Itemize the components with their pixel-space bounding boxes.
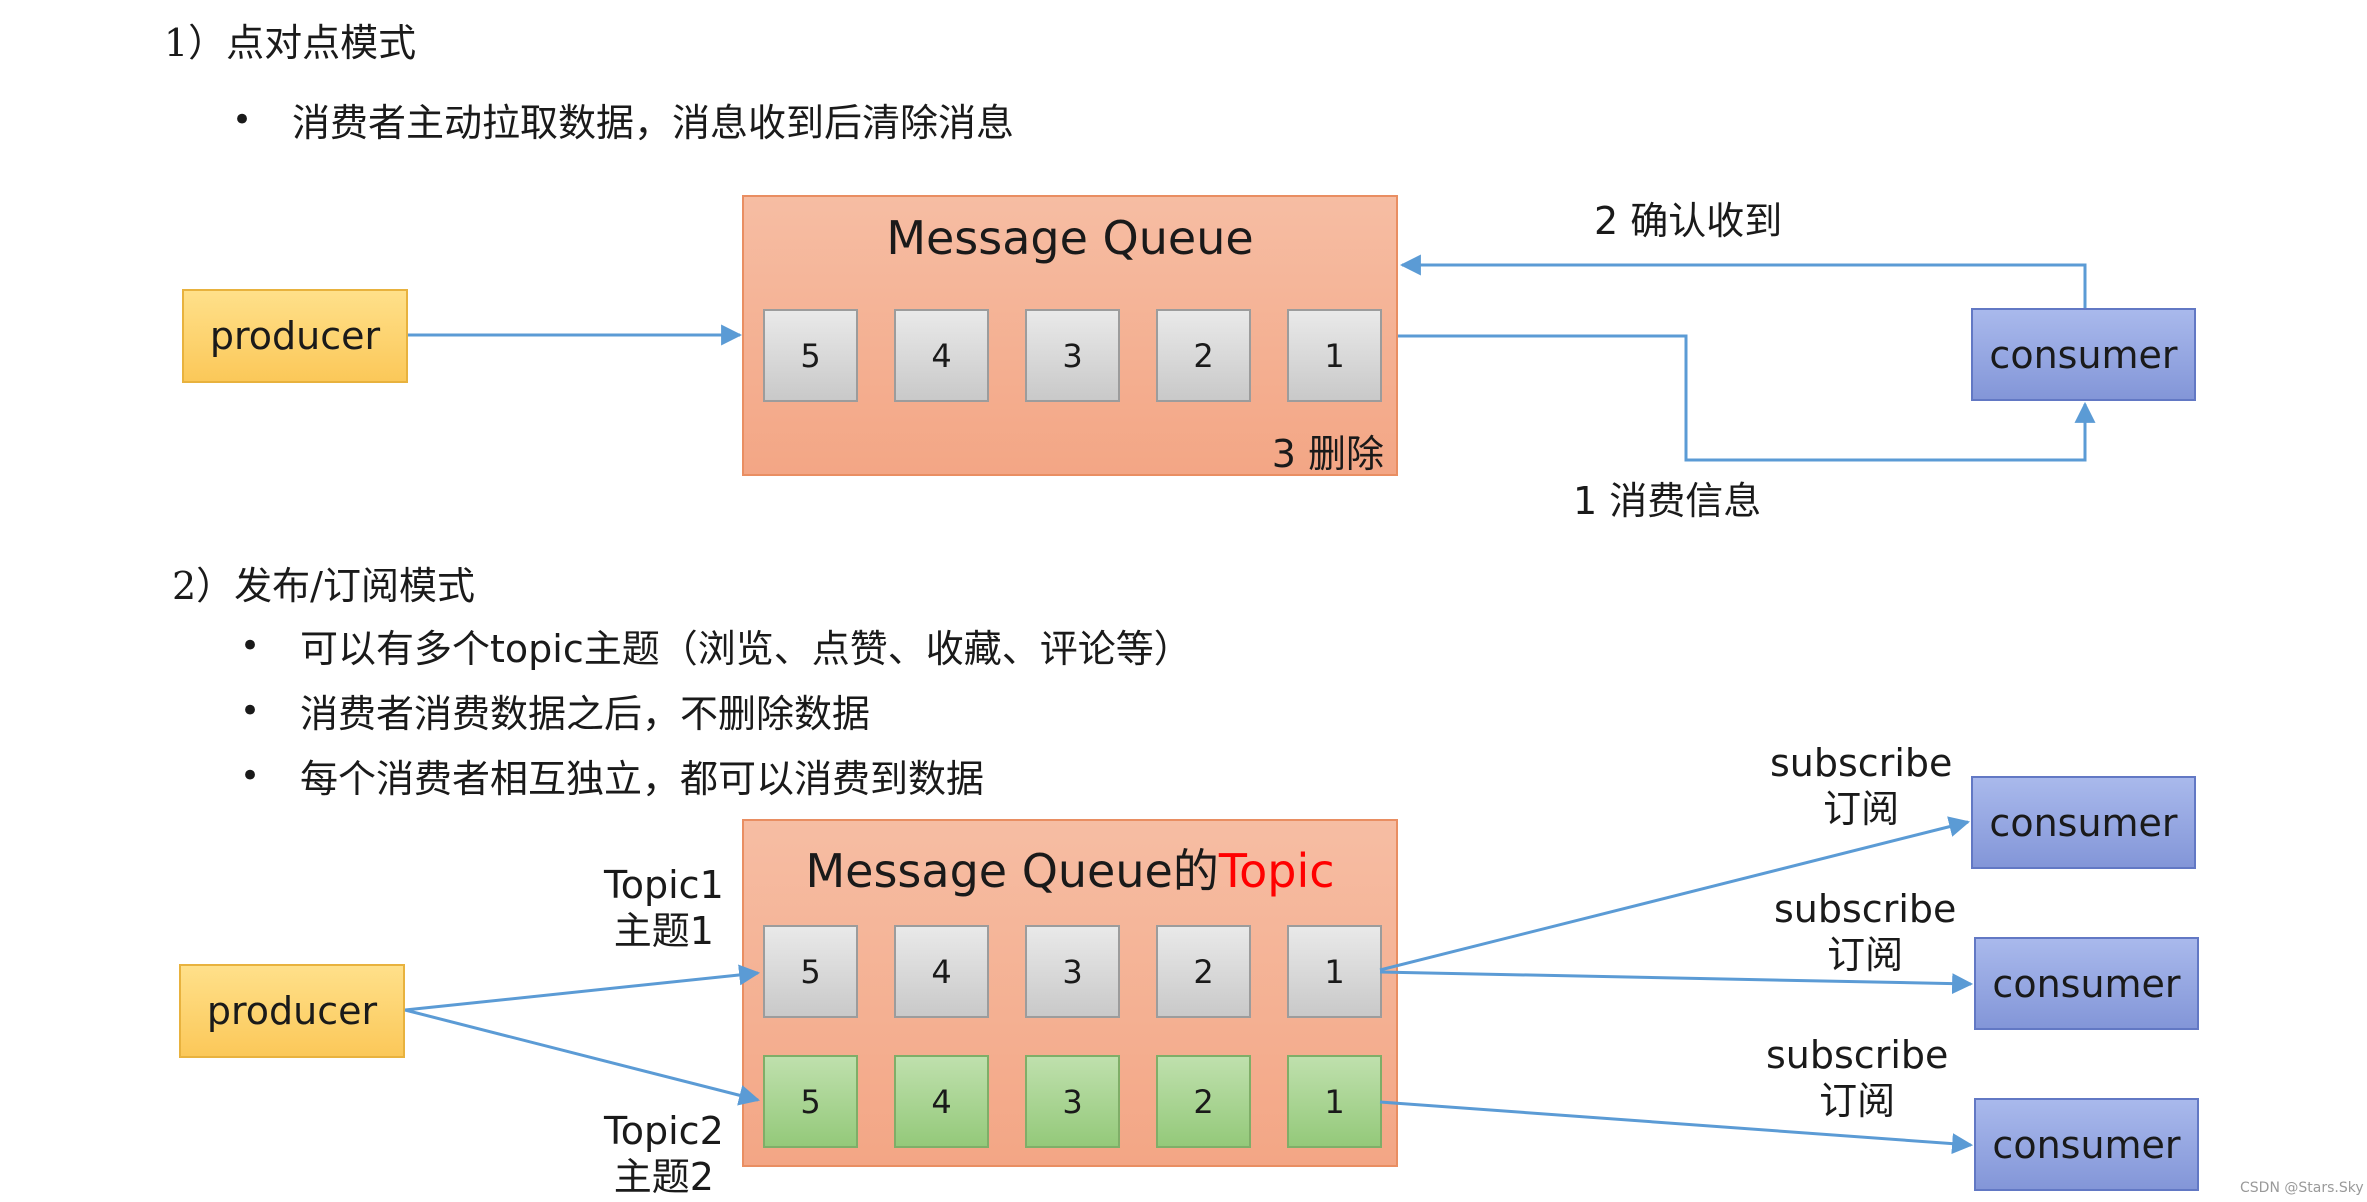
queue-cell: 3 bbox=[1025, 309, 1120, 402]
consumer-box: consumer bbox=[1971, 308, 2196, 401]
subscribe-cn: 订阅 bbox=[1823, 787, 1900, 831]
topic1-cell: 2 bbox=[1156, 925, 1251, 1018]
topic2-cell: 2 bbox=[1156, 1055, 1251, 1148]
producer-box: producer bbox=[182, 289, 408, 383]
consumer-box: consumer bbox=[1974, 937, 2199, 1030]
subscribe-cn: 订阅 bbox=[1819, 1079, 1896, 1123]
section2-bullet: • 可以有多个topic主题（浏览、点赞、收藏、评论等） bbox=[240, 618, 1192, 673]
message-queue: Message Queue 5 4 3 2 1 3 删除 bbox=[742, 195, 1398, 476]
subscribe-label-1: subscribe 订阅 bbox=[1770, 740, 1952, 832]
arrow-producer-to-topic1 bbox=[404, 964, 761, 1012]
queue-title-prefix: Message Queue的 bbox=[805, 844, 1219, 898]
subscribe-text: subscribe bbox=[1774, 887, 1957, 931]
queue-cell: 2 bbox=[1156, 309, 1251, 402]
section2-bullet: • 每个消费者相互独立，都可以消费到数据 bbox=[240, 748, 984, 803]
queue-cell: 4 bbox=[894, 309, 989, 402]
bullet-dot: • bbox=[240, 625, 261, 666]
queue-title-topic: Topic bbox=[1218, 844, 1335, 898]
watermark: CSDN @Stars.Sky bbox=[2240, 1180, 2364, 1196]
section1-heading: 1）点对点模式 bbox=[164, 21, 417, 65]
consume-label: 1 消费信息 bbox=[1573, 479, 1762, 523]
subscribe-label-2: subscribe 订阅 bbox=[1774, 886, 1956, 978]
topic1-cell: 3 bbox=[1025, 925, 1120, 1018]
topic1-cn: 主题1 bbox=[613, 909, 714, 953]
topic1-cell: 1 bbox=[1287, 925, 1382, 1018]
queue-title: Message Queue bbox=[886, 211, 1254, 265]
topic2-cell: 3 bbox=[1025, 1055, 1120, 1148]
arrow-producer-to-topic2 bbox=[404, 1008, 761, 1106]
bullet-dot: • bbox=[240, 755, 261, 796]
bullet-text: 消费者消费数据之后，不删除数据 bbox=[300, 692, 871, 736]
arrow-queue-to-consumer bbox=[1398, 334, 2096, 462]
bullet-text: 每个消费者相互独立，都可以消费到数据 bbox=[300, 757, 985, 801]
arrow-topic2-to-consumer3 bbox=[1379, 1100, 1974, 1155]
delete-label: 3 删除 bbox=[1271, 432, 1384, 476]
queue-cell: 1 bbox=[1287, 309, 1382, 402]
topic2-name: Topic2 bbox=[604, 1109, 724, 1153]
topic1-cell: 5 bbox=[763, 925, 858, 1018]
consumer-box: consumer bbox=[1971, 776, 2196, 869]
subscribe-label-3: subscribe 订阅 bbox=[1766, 1032, 1948, 1124]
arrow-topic1-to-consumer2 bbox=[1379, 970, 1974, 995]
queue-cell: 5 bbox=[763, 309, 858, 402]
ack-label: 2 确认收到 bbox=[1594, 199, 1783, 243]
queue-title: Message Queue的Topic bbox=[744, 835, 1396, 901]
topic1-label: Topic1 主题1 bbox=[604, 862, 724, 954]
bullet-dot: • bbox=[240, 690, 261, 731]
topic1-name: Topic1 bbox=[604, 863, 724, 907]
topic-queue: Message Queue的Topic 5 4 3 2 1 5 4 3 2 1 bbox=[742, 819, 1398, 1167]
topic2-cn: 主题2 bbox=[613, 1155, 714, 1199]
bullet-text: 消费者主动拉取数据，消息收到后清除消息 bbox=[292, 101, 1015, 145]
topic2-cell: 5 bbox=[763, 1055, 858, 1148]
section2-bullet: • 消费者消费数据之后，不删除数据 bbox=[240, 683, 870, 738]
bullet-text: 可以有多个topic主题（浏览、点赞、收藏、评论等） bbox=[300, 627, 1192, 671]
subscribe-text: subscribe bbox=[1766, 1033, 1949, 1077]
topic2-label: Topic2 主题2 bbox=[604, 1108, 724, 1200]
arrow-topic1-to-consumer1 bbox=[1379, 816, 1971, 972]
consumer-box: consumer bbox=[1974, 1098, 2199, 1191]
subscribe-text: subscribe bbox=[1770, 741, 1953, 785]
topic1-cell: 4 bbox=[894, 925, 989, 1018]
bullet-dot: • bbox=[232, 99, 253, 140]
subscribe-cn: 订阅 bbox=[1827, 933, 1904, 977]
section2-heading: 2）发布/订阅模式 bbox=[172, 564, 475, 608]
section1-bullet: • 消费者主动拉取数据，消息收到后清除消息 bbox=[232, 92, 1014, 147]
producer-box: producer bbox=[179, 964, 405, 1058]
arrow-consumer-ack bbox=[1399, 254, 2087, 308]
topic2-cell: 4 bbox=[894, 1055, 989, 1148]
